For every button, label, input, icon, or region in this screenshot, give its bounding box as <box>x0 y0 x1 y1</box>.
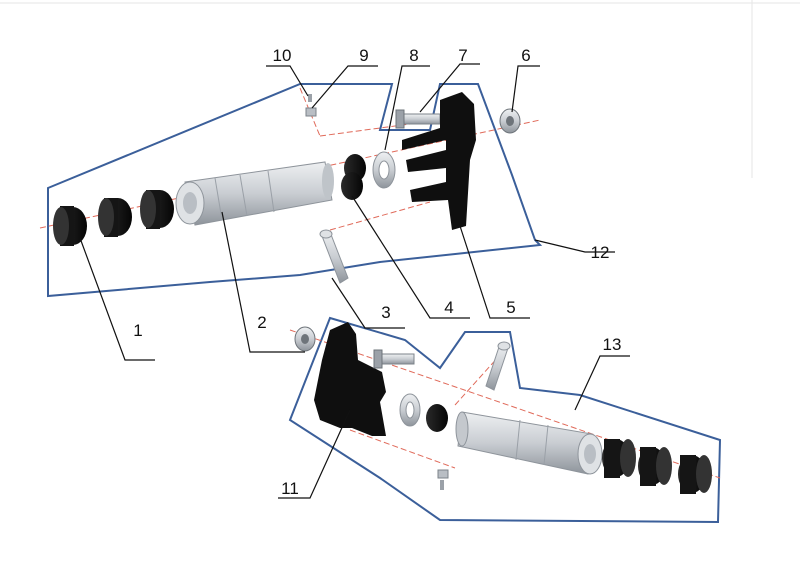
callout-label-13: 13 <box>603 335 622 354</box>
part-11-bracket-lower <box>314 322 386 436</box>
part-nut-lower <box>294 326 316 352</box>
callout-label-6: 6 <box>521 46 530 65</box>
callout-label-5: 5 <box>506 298 515 317</box>
callout-label-12: 12 <box>591 243 610 262</box>
part-rollers-lower <box>602 439 712 494</box>
callout-label-10: 10 <box>273 46 292 65</box>
callout-label-11: 11 <box>281 479 299 498</box>
part-bolt-lower <box>373 349 415 369</box>
part-5-bracket-upper <box>402 92 476 230</box>
callout-label-3: 3 <box>381 303 390 322</box>
callout-label-2: 2 <box>257 313 266 332</box>
upper-assembly-outline <box>47 83 543 298</box>
part-small-pin-lower <box>437 469 449 490</box>
part-1-rollers-upper <box>53 190 174 246</box>
callout-label-7: 7 <box>458 46 467 65</box>
callout-label-8: 8 <box>409 46 418 65</box>
lower-assembly-outline <box>288 316 722 524</box>
part-6-nut-upper <box>499 108 521 134</box>
part-8-washer-upper <box>372 151 396 189</box>
leader-lines <box>79 63 630 499</box>
part-3-pin-upper <box>319 229 349 284</box>
callout-label-9: 9 <box>359 46 368 65</box>
part-washer-lower <box>399 393 421 427</box>
callout-label-4: 4 <box>444 298 453 317</box>
part-pin-lower <box>485 341 511 391</box>
part-shaft-lower <box>455 411 603 475</box>
part-roller-small-lower <box>426 404 448 432</box>
callout-label-1: 1 <box>133 321 142 340</box>
part-4-roller-upper <box>341 154 366 200</box>
part-9-10-pins-upper <box>305 94 317 117</box>
part-2-shaft-upper <box>175 161 334 226</box>
